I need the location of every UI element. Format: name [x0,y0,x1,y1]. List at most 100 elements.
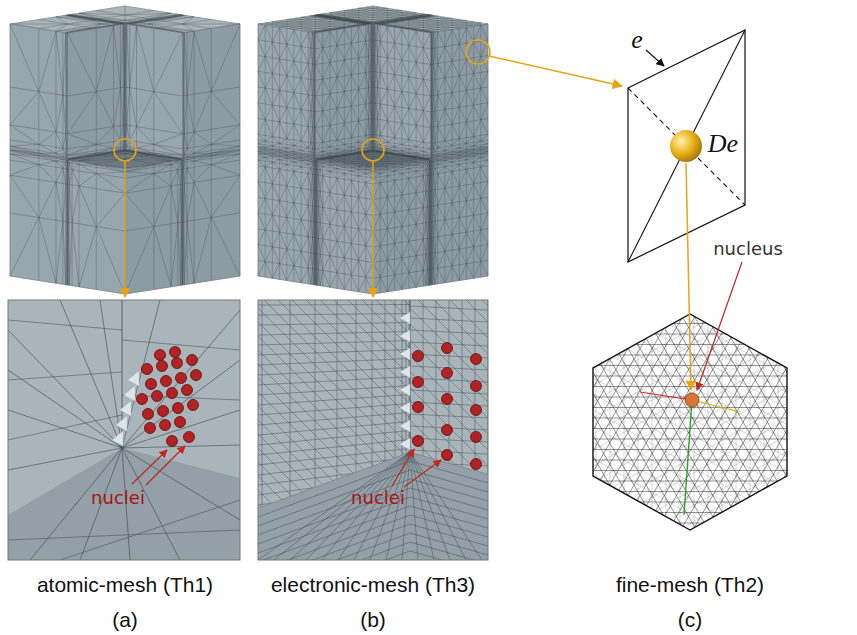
mesh-line [386,300,488,480]
mesh-line [532,238,692,515]
mesh-line [122,410,240,448]
mesh-line [539,363,816,523]
element-edge [628,30,745,262]
mesh-line [659,312,819,589]
mesh-line [511,273,788,433]
mesh-line [616,229,857,389]
mesh-line [258,300,468,560]
mesh-line [624,262,625,582]
mesh-line [632,271,792,548]
cube-face [183,24,241,159]
mesh-line [723,218,857,495]
mesh-element [124,386,135,401]
mesh-line [694,262,695,582]
nucleus-dot [471,405,482,416]
mesh-line [530,407,850,408]
mesh-line [695,333,855,610]
leader-arrow [697,262,742,390]
mesh-line [490,236,767,396]
mesh-line [258,395,410,406]
nucleus-dot [157,361,168,372]
mesh-line [553,339,830,499]
wall-mesh [258,300,488,480]
nucleus-dot [172,358,183,369]
mesh-line [258,300,454,560]
mesh-line [722,262,723,582]
zoom-circle [362,139,384,161]
mesh-line [559,313,719,590]
nucleus-dot [161,376,172,387]
mesh-line [258,300,440,560]
mesh-line [616,455,857,615]
mesh-line [258,452,410,560]
zoom-circle [466,40,490,64]
nucleus-dot [413,351,424,362]
mesh-line [568,259,728,536]
mesh-line [8,415,122,440]
zoom-frame [8,300,240,560]
callout-label: nuclei [91,487,145,508]
mesh-element [400,312,410,324]
zoom-frame [258,300,488,560]
mesh-line [258,422,410,436]
panel-letter: (c) [678,608,703,632]
mesh-line [632,296,792,573]
mesh-line [274,300,454,480]
mesh-line [258,300,482,560]
nucleus-dot [471,354,482,365]
mesh-line [623,291,783,568]
cube-face [258,24,316,159]
mesh-line [258,304,410,306]
mesh-line [588,278,857,438]
mesh-line [582,262,583,582]
mesh-line [362,300,488,560]
panel-caption: fine-mesh (Th2) [616,573,764,597]
electronic-mesh-zoom [0,300,678,616]
mesh-line [497,248,774,408]
nucleus-dot [143,409,154,420]
mesh-line [604,280,764,557]
mesh-line [8,448,122,470]
mesh-line [553,345,830,505]
mesh-line [530,470,850,471]
mesh-line [258,300,342,560]
mesh-line [530,460,850,461]
mesh-line [410,452,482,560]
mesh-line [122,310,240,448]
mesh-line [568,308,728,585]
mesh-line [686,239,846,516]
mesh-line [650,260,810,537]
mesh-line [666,262,667,582]
zoom-callouts [114,40,622,297]
mesh-line [539,321,816,481]
nucleus-dot [685,393,699,407]
mesh-line [567,314,844,474]
zoom-content [258,300,488,560]
nucleus-dot [191,370,202,381]
zoom-arrow [372,161,374,297]
mesh-line [258,551,488,560]
mesh-line [567,370,844,530]
mesh-line [434,300,488,480]
cube-face [125,24,183,159]
mesh-line [258,300,314,560]
leader-arrow [392,449,414,486]
mesh-line [523,233,683,510]
mesh-lines [431,24,489,159]
mesh-line [668,317,828,594]
mesh-line [568,262,569,582]
nucleus-dot [158,406,169,417]
mesh-line [258,323,410,326]
mesh-line [258,300,398,560]
nucleus-dot [155,350,166,361]
mesh-line [518,285,795,445]
nucleus-dot [167,436,178,447]
mesh-line [290,300,470,480]
cube-face [316,24,374,159]
mesh-line [560,358,837,518]
axis-line [640,392,692,400]
mesh-line [354,300,488,480]
mesh-line [334,300,488,560]
mesh-line [736,262,737,582]
mesh-line [604,287,764,564]
